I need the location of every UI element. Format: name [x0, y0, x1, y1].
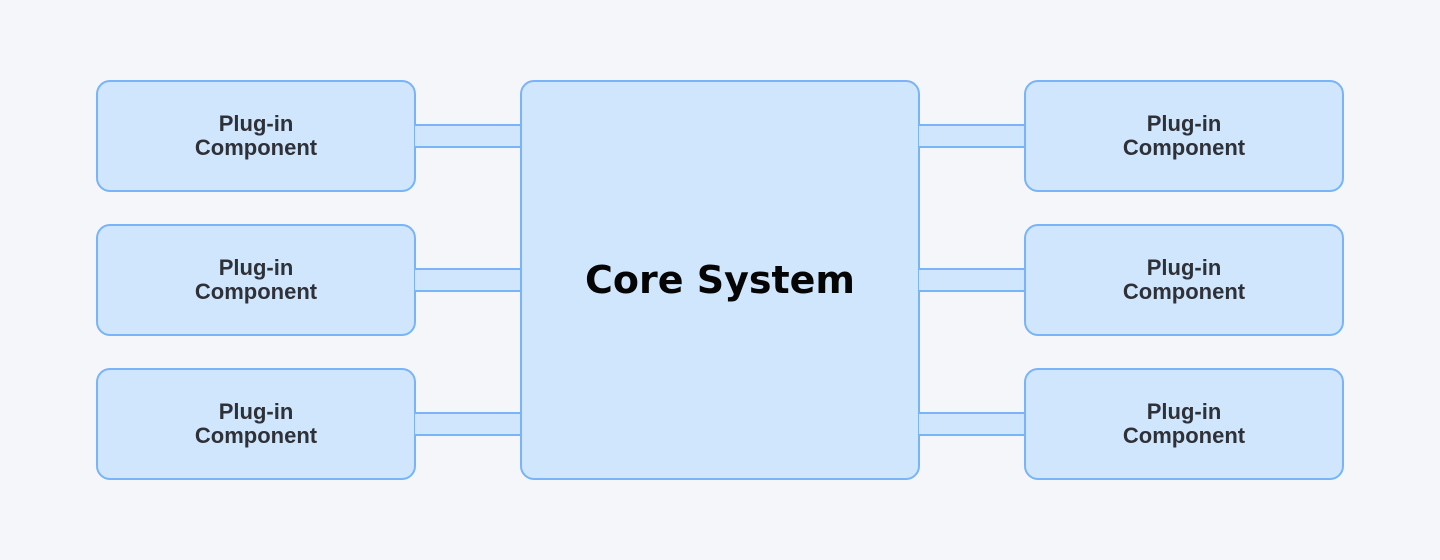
plugin-right-2: Plug-in Component [1024, 224, 1344, 336]
plugin-left-3: Plug-in Component [96, 368, 416, 480]
plugin-label-line1: Plug-in [218, 255, 294, 280]
core-system-label: Core System [584, 258, 856, 302]
plugin-label-line2: Component [194, 423, 318, 448]
connector-left-3 [415, 412, 521, 436]
plugin-label-line2: Component [194, 135, 318, 160]
plugin-label-line2: Component [1122, 423, 1246, 448]
core-system-box: Core System [520, 80, 920, 480]
connector-right-2 [919, 268, 1025, 292]
connector-right-3 [919, 412, 1025, 436]
plugin-label-line2: Component [1122, 135, 1246, 160]
plugin-right-1: Plug-in Component [1024, 80, 1344, 192]
plugin-right-3: Plug-in Component [1024, 368, 1344, 480]
plugin-left-2: Plug-in Component [96, 224, 416, 336]
connector-left-1 [415, 124, 521, 148]
connector-right-1 [919, 124, 1025, 148]
connector-left-2 [415, 268, 521, 292]
plugin-label-line2: Component [1122, 279, 1246, 304]
plugin-left-1: Plug-in Component [96, 80, 416, 192]
plugin-label-line1: Plug-in [1146, 255, 1222, 280]
plugin-label-line2: Component [194, 279, 318, 304]
plugin-label-line1: Plug-in [1146, 399, 1222, 424]
plugin-label-line1: Plug-in [1146, 111, 1222, 136]
plugin-label-line1: Plug-in [218, 399, 294, 424]
plugin-label-line1: Plug-in [218, 111, 294, 136]
